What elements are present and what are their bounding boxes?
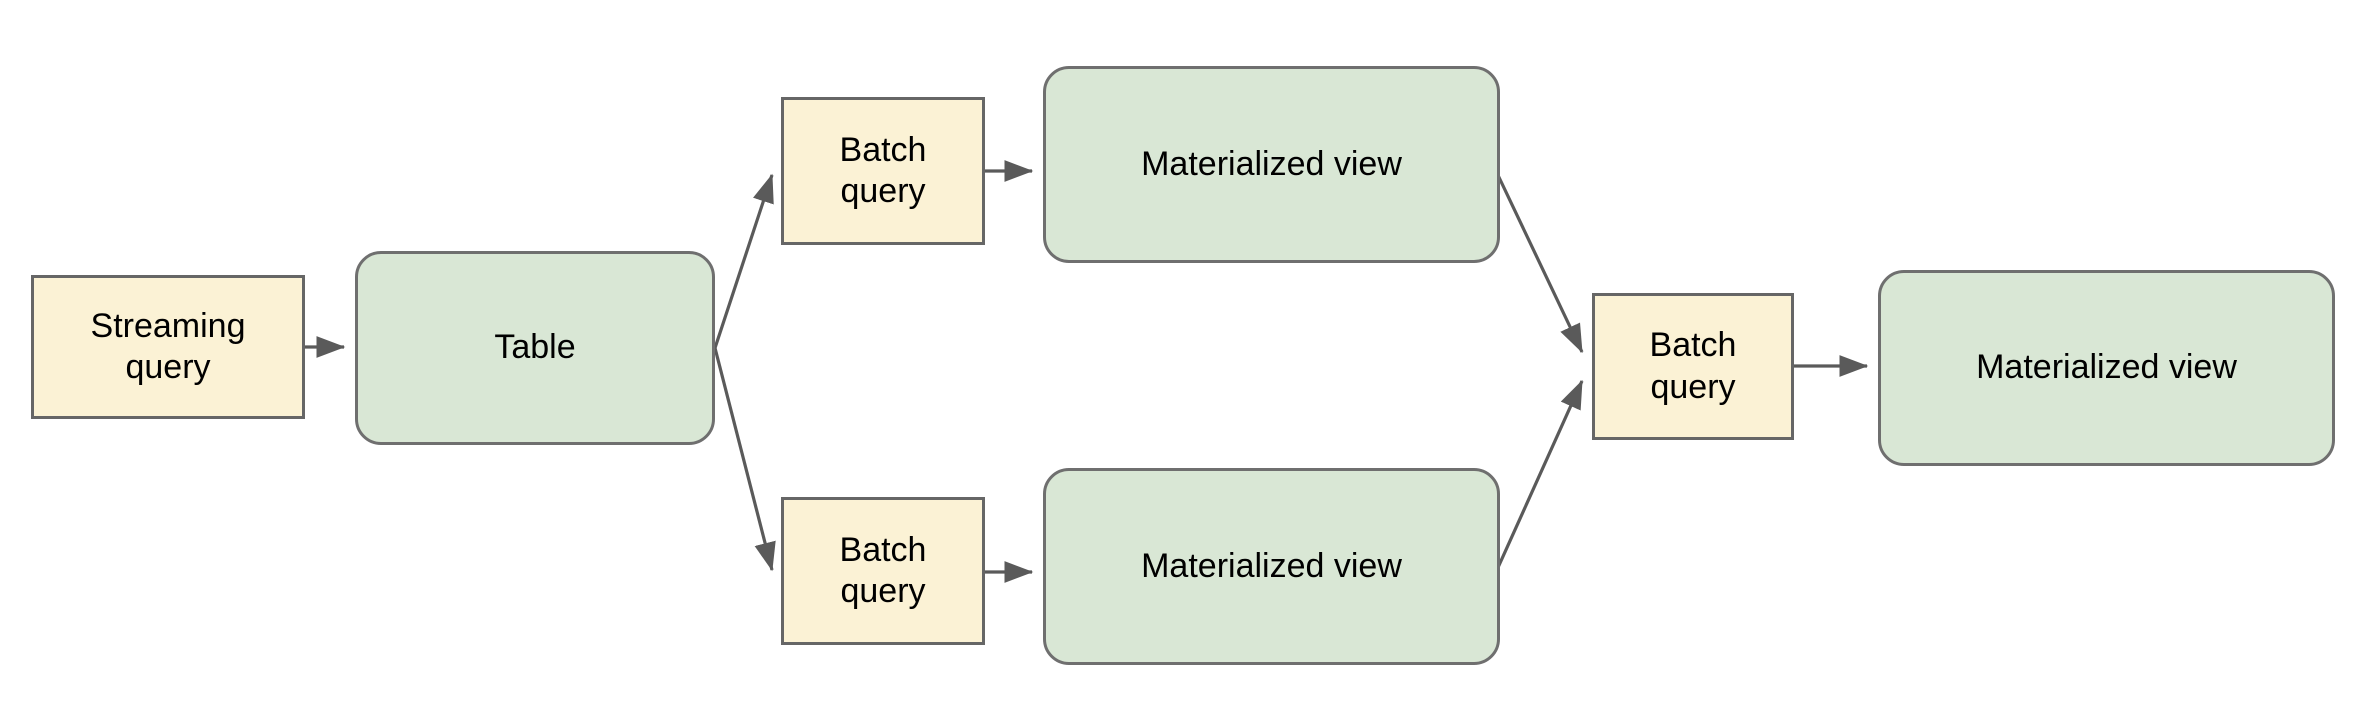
node-table[interactable]: Table xyxy=(355,251,715,445)
node-batch-query-join[interactable]: Batch query xyxy=(1592,293,1794,440)
node-batch-query-bottom[interactable]: Batch query xyxy=(781,497,985,645)
node-streaming-query[interactable]: Streaming query xyxy=(31,275,305,419)
node-materialized-view-top[interactable]: Materialized view xyxy=(1043,66,1500,263)
node-materialized-view-final[interactable]: Materialized view xyxy=(1878,270,2335,466)
node-label-materialized-view-top: Materialized view xyxy=(1141,144,1402,183)
edge-table-to-batch-top xyxy=(713,173,774,349)
edge-mv-bottom-to-batch-join xyxy=(1494,379,1584,573)
node-label-table: Table xyxy=(494,328,576,367)
node-materialized-view-bottom[interactable]: Materialized view xyxy=(1043,468,1500,665)
node-batch-query-top[interactable]: Batch query xyxy=(781,97,985,245)
node-label-batch-query-bottom: Batch query xyxy=(839,530,927,610)
node-label-batch-query-top: Batch query xyxy=(839,130,927,210)
node-label-materialized-view-final: Materialized view xyxy=(1976,348,2237,387)
edge-table-to-batch-bottom xyxy=(713,347,776,572)
node-label-batch-query-join: Batch query xyxy=(1649,326,1737,406)
node-label-streaming-query: Streaming query xyxy=(90,306,246,386)
node-label-materialized-view-bottom: Materialized view xyxy=(1141,546,1402,585)
edge-mv-top-to-batch-join xyxy=(1494,170,1584,354)
